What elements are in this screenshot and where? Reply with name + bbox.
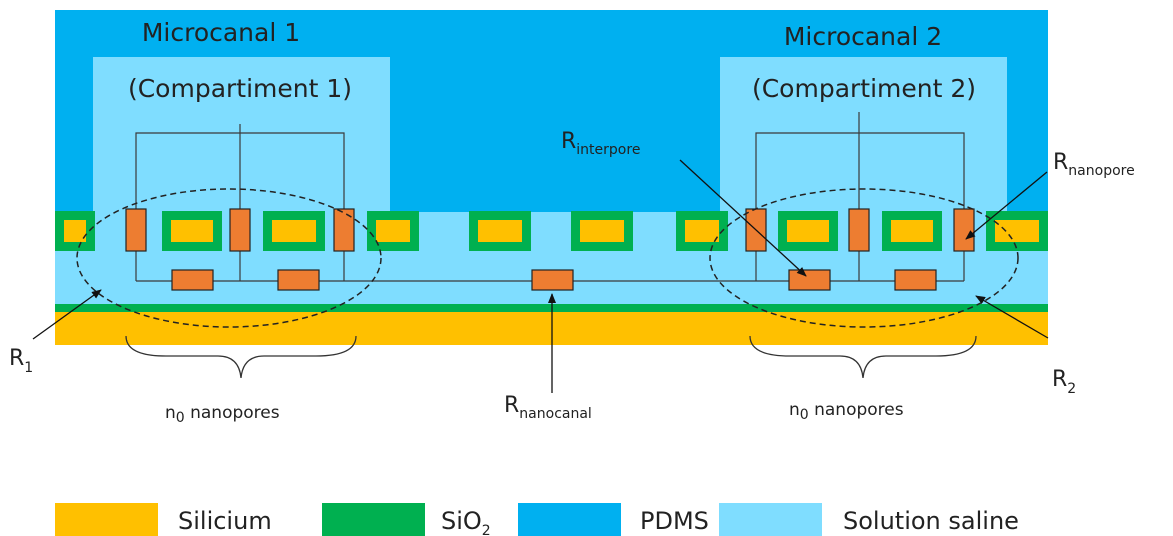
legend-label-solution: Solution saline <box>843 507 1019 535</box>
resistor-nanocanal <box>531 269 574 291</box>
r-interpore-label: Rinterpore <box>561 129 640 158</box>
legend-label-pdms: PDMS <box>640 507 709 535</box>
pillar-row <box>55 211 1048 251</box>
pillar-silicium <box>580 220 624 242</box>
resistor-interpore <box>171 269 214 291</box>
arrow-r-interpore <box>679 159 807 277</box>
microcanal-1-subtitle: (Compartiment 1) <box>128 74 352 103</box>
r1-label: R1 <box>9 346 33 376</box>
resistor-group <box>125 208 975 291</box>
arrow-r-nanopore <box>965 171 1048 240</box>
brace-right <box>749 335 977 379</box>
pillar-silicium <box>787 220 829 242</box>
pillar-silicium <box>64 220 86 242</box>
resistor-nanopore <box>125 208 147 252</box>
legend: Silicium SiO2 PDMS Solution saline <box>55 503 1019 536</box>
r-nanocanal-label: Rnanocanal <box>504 393 592 422</box>
resistor-interpore <box>788 269 831 291</box>
circuit-right-frame <box>755 132 965 209</box>
legend-label-silicium: Silicium <box>178 507 272 535</box>
arrow-r1 <box>32 289 102 340</box>
legend-swatch-sio2 <box>322 503 425 536</box>
legend-swatch-solution <box>719 503 822 536</box>
r-nanopore-label: Rnanopore <box>1053 150 1135 179</box>
resistor-interpore <box>894 269 937 291</box>
legend-swatch-silicium <box>55 503 158 536</box>
r2-label: R2 <box>1052 367 1076 397</box>
n0-nanopores-left: n0 nanopores <box>165 403 280 426</box>
pillar-silicium <box>685 220 719 242</box>
microcanal-2-title: Microcanal 2 <box>784 22 942 51</box>
legend-label-sio2: SiO2 <box>441 507 491 536</box>
r2-ellipse <box>709 188 1019 328</box>
pillar-silicium <box>272 220 316 242</box>
arrow-r2 <box>975 295 1049 339</box>
n0-nanopores-right: n0 nanopores <box>789 400 904 423</box>
pillar-silicium <box>891 220 933 242</box>
resistor-nanopore <box>229 208 251 252</box>
brace-left <box>125 335 357 379</box>
legend-swatch-pdms <box>518 503 621 536</box>
microcanal-2-subtitle: (Compartiment 2) <box>752 74 976 103</box>
resistor-interpore <box>277 269 320 291</box>
pillar-silicium <box>995 220 1039 242</box>
pillar-silicium <box>478 220 522 242</box>
label-arrows <box>32 159 1049 393</box>
resistor-nanopore <box>953 208 975 252</box>
resistor-nanopore <box>333 208 355 252</box>
pillar-silicium <box>171 220 213 242</box>
resistor-nanopore <box>848 208 870 252</box>
pillar-silicium <box>376 220 410 242</box>
r1-ellipse <box>76 188 382 328</box>
microcanal-1-title: Microcanal 1 <box>142 18 300 47</box>
